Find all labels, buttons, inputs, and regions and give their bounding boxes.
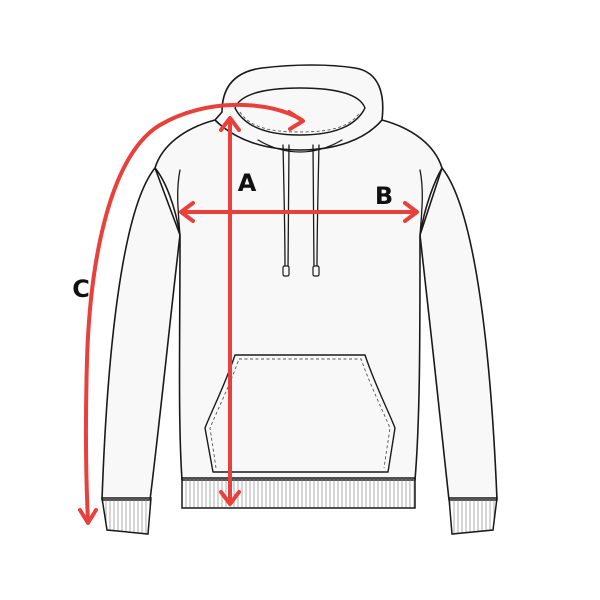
- measure-c-arrowhead-bottom: [78, 508, 98, 525]
- right-sleeve: [419, 167, 498, 501]
- left-drawstring: [282, 144, 286, 271]
- measure-b-arrowhead-right: [403, 201, 419, 223]
- measurement-arrows: [78, 102, 419, 525]
- left-cuff: [101, 497, 152, 535]
- left-sleeve: [101, 167, 181, 501]
- hoodie-illustration: [101, 64, 498, 535]
- measure-label-b: B: [375, 182, 393, 210]
- left-shoulder-seam: [177, 169, 181, 236]
- measure-b-arrowhead-left: [179, 201, 195, 223]
- measure-a-arrowhead-bottom: [219, 490, 241, 506]
- pocket-stitching: [209, 358, 391, 469]
- waistband: [181, 477, 416, 509]
- right-cuff: [448, 497, 498, 535]
- right-aglet: [312, 265, 320, 277]
- kangaroo-pocket: [204, 354, 396, 473]
- measure-a-arrowhead-top: [219, 116, 241, 132]
- measure-label-a: A: [238, 169, 257, 197]
- right-drawstring-2: [316, 144, 320, 271]
- measure-c-arrowhead-top: [287, 110, 305, 131]
- hood-seam: [257, 139, 343, 153]
- right-shoulder-seam: [419, 169, 423, 236]
- left-drawstring-2: [287, 144, 290, 271]
- measure-c-arrow: [83, 102, 304, 523]
- hood-stitching: [239, 111, 361, 133]
- left-aglet: [282, 265, 290, 277]
- measure-label-c: C: [72, 275, 90, 303]
- right-drawstring: [312, 144, 315, 271]
- hood-opening: [234, 87, 366, 136]
